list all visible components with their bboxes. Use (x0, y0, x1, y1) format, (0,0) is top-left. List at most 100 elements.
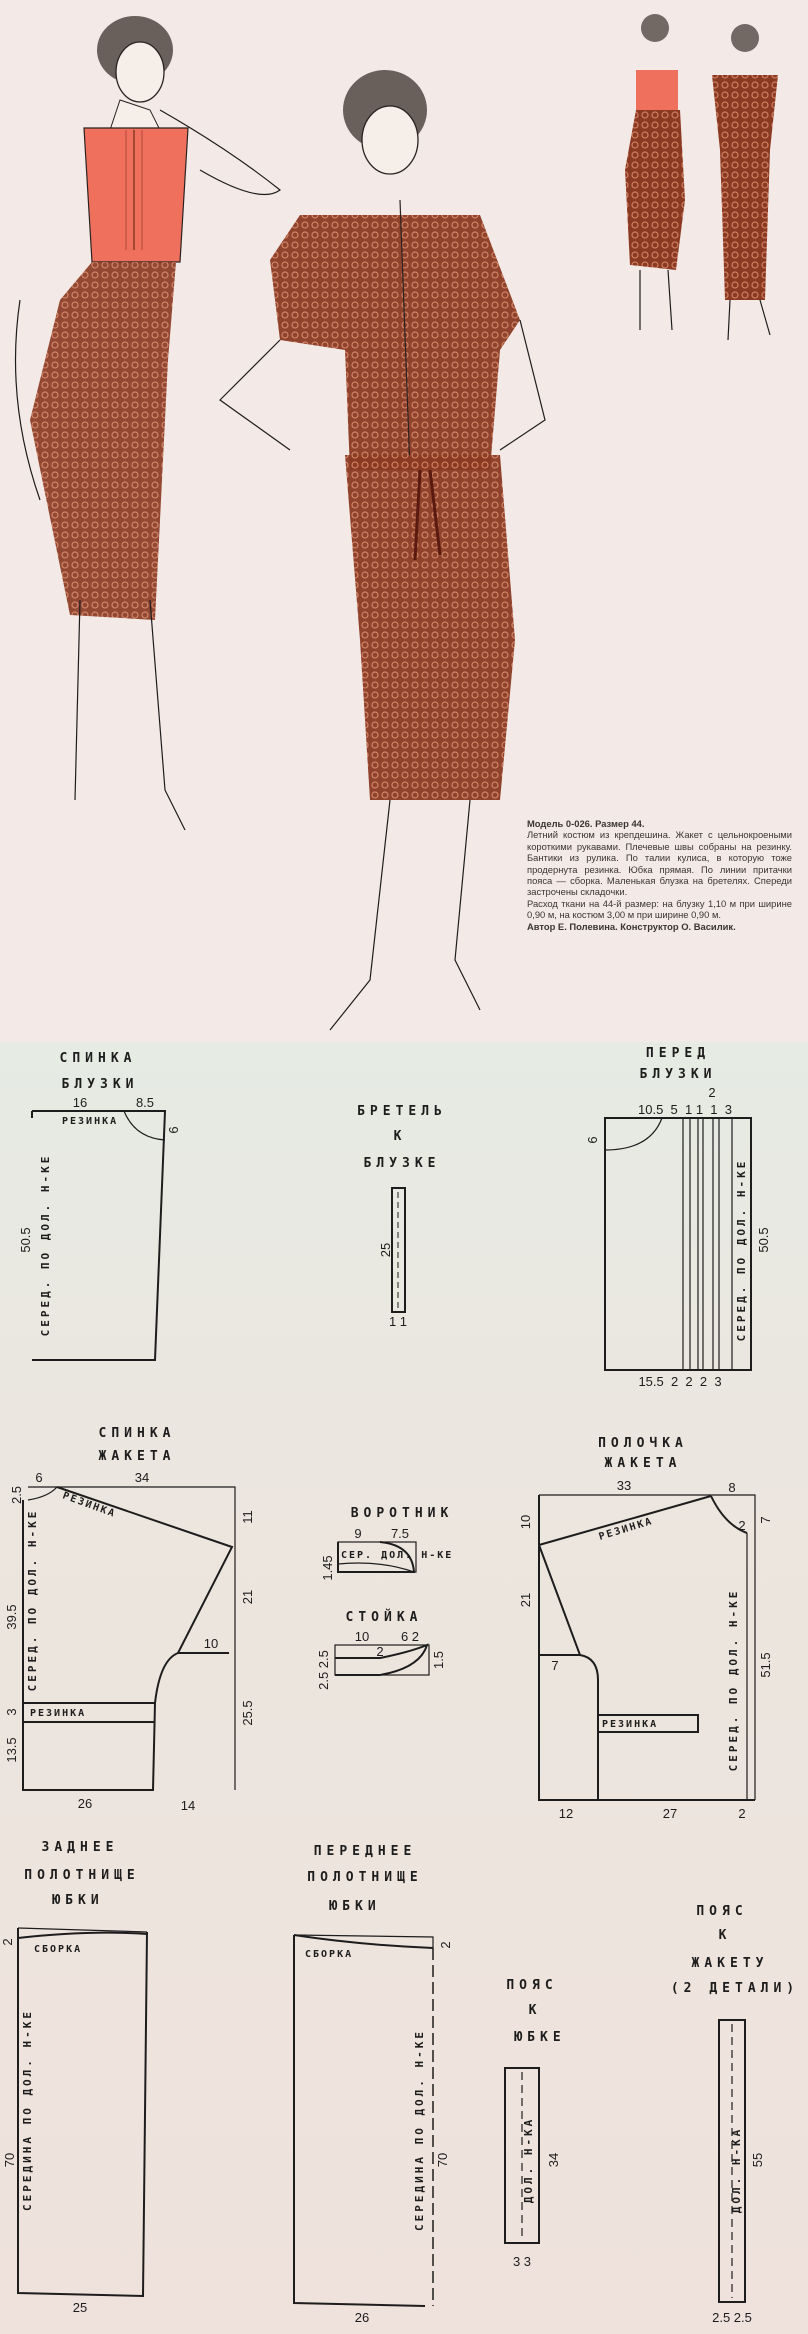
fabric-consumption: Расход ткани на 44-й размер: на блузку 1… (527, 897, 792, 921)
dimension: 1.45 (320, 1555, 335, 1580)
dimension: 55 (750, 2153, 765, 2167)
axis-label: СЕРЕД. ПО ДОЛ. Н-КЕ (26, 1509, 39, 1692)
dimension: 7 (551, 1658, 558, 1673)
dimension: 70 (435, 2153, 450, 2167)
dimension: 33 (617, 1478, 631, 1493)
title: ВОРОТНИК (351, 1506, 454, 1521)
dimension: 2 (738, 1518, 745, 1533)
pattern-blouse-back: СПИНКА БЛУЗКИ 16 8.5 6 РЕЗИНКА СЕРЕД. ПО… (18, 1051, 181, 1361)
credits: Автор Е. Полевина. Конструктор О. Васили… (527, 920, 736, 932)
title: ПОЛОЧКА (598, 1436, 688, 1451)
title: (2 ДЕТАЛИ) (671, 1981, 799, 1996)
title: СПИНКА (60, 1051, 137, 1066)
elastic-label: РЕЗИНКА (62, 1116, 118, 1127)
dimension: 2.5 (9, 1486, 24, 1504)
dimension: 6 2 (401, 1629, 419, 1644)
axis-label: ДОЛ. Н-КА (730, 2127, 743, 2214)
dimension: 10.5 5 1 1 1 3 (638, 1102, 732, 1117)
dimension: 2 (0, 1938, 15, 1945)
dimension: 50.5 (18, 1227, 33, 1252)
title: СТОЙКА (346, 1609, 423, 1625)
axis-label: СЕРЕДИНА ПО ДОЛ. Н-КЕ (413, 2029, 426, 2231)
dimension: 12 (559, 1806, 573, 1821)
dimension: 7 (758, 1516, 773, 1523)
jacket-shape (270, 215, 520, 470)
central-figure (219, 70, 546, 1031)
pattern-blouse-front: ПЕРЕД БЛУЗКИ 2 10.5 5 1 1 1 3 6 СЕРЕД. П… (585, 1046, 771, 1389)
dimension: 3 (4, 1708, 19, 1715)
elastic-label: РЕЗИНКА (30, 1708, 86, 1719)
axis-label: СЕРЕД. ПО ДОЛ. Н-КЕ (735, 1159, 748, 1342)
dimension: 21 (518, 1593, 533, 1607)
dimension: 6 (166, 1126, 181, 1133)
gather-label: СБОРКА (34, 1944, 82, 1955)
dimension: 50.5 (756, 1227, 771, 1252)
title: ПЕРЕДНЕЕ (314, 1844, 417, 1859)
dimension: 2.5 2.5 (712, 2310, 752, 2325)
dimension: 6 (585, 1136, 600, 1143)
dimension: 3 3 (513, 2254, 531, 2269)
title: ЖАКЕТУ (692, 1956, 769, 1971)
dimension: 2 (708, 1085, 715, 1100)
pattern-skirt-belt: ПОЯС К ЮБКЕ ДОЛ. Н-КА 34 3 3 (504, 1978, 561, 2269)
dimension: 8.5 (136, 1095, 154, 1110)
dimension: 25 (73, 2300, 87, 2315)
title: БРЕТЕЛЬ (357, 1104, 447, 1119)
axis-label: СЕРЕД. ПО ДОЛ. Н-КЕ (727, 1589, 740, 1772)
dimension: 70 (2, 2153, 17, 2167)
dimension: 25.5 (240, 1700, 255, 1725)
dimension: 34 (135, 1470, 149, 1485)
small-figures (625, 14, 778, 341)
dimension: 34 (546, 2153, 561, 2167)
dimension: 9 (354, 1526, 361, 1541)
fashion-illustration-area: Модель 0-026. Размер 44. Летний костюм и… (0, 0, 808, 1042)
dimension: 2 (438, 1941, 453, 1948)
dimension: 8 (728, 1480, 735, 1495)
dimension: 26 (355, 2310, 369, 2325)
pattern-stand: СТОЙКА 10 6 2 2.5 2.5 1.5 2 (316, 1609, 446, 1690)
dimension: 10 (518, 1515, 533, 1529)
title: К (394, 1129, 407, 1144)
dimension: 26 (78, 1796, 92, 1811)
fashion-illustration (14, 14, 778, 1031)
dimension: 51.5 (758, 1652, 773, 1677)
pattern-jacket-back: СПИНКА ЖАКЕТА 6 34 2.5 РЕЗИНКА РЕЗИНКА 1… (4, 1426, 255, 1813)
model-description: Модель 0-026. Размер 44. Летний костюм и… (527, 818, 792, 932)
dimension: 2 (376, 1644, 383, 1659)
title: К (529, 2003, 542, 2018)
axis-label: СЕРЕД. ПО ДОЛ. Н-КЕ (39, 1154, 52, 1337)
title: ПОЛОТНИЩЕ (307, 1870, 422, 1885)
pattern-jacket-front: ПОЛОЧКА ЖАКЕТА 33 8 РЕЗИНКА РЕЗИНКА 10 7… (518, 1436, 773, 1821)
title: БЛУЗКЕ (364, 1156, 441, 1171)
title: ПЕРЕД (646, 1046, 710, 1061)
dimension: 39.5 (4, 1604, 19, 1629)
dimension: 21 (240, 1590, 255, 1604)
dimension: 10 (204, 1636, 218, 1651)
dimension: 25 (378, 1243, 393, 1257)
pattern-collar: ВОРОТНИК 9 7.5 1.45 СЕР. ДОЛ. Н-КЕ (320, 1506, 454, 1581)
title: БЛУЗКИ (640, 1067, 717, 1082)
dimension: 11 (240, 1510, 255, 1524)
pattern-jacket-belt: ПОЯС К ЖАКЕТУ (2 ДЕТАЛИ) ДОЛ. Н-КА 55 2.… (671, 1904, 799, 2325)
axis-label: СЕРЕДИНА ПО ДОЛ. Н-КЕ (21, 2009, 34, 2211)
blouse-shape (83, 127, 189, 263)
model-body: Летний костюм из крепдешина. Жакет с цел… (527, 829, 792, 898)
dimension: 2.5 2.5 (316, 1650, 331, 1690)
left-figure (14, 16, 281, 831)
dimension: 2 (738, 1806, 745, 1821)
title: ПОЯС (696, 1904, 747, 1919)
pattern-strap: БРЕТЕЛЬ К БЛУЗКЕ 25 1 1 (357, 1104, 447, 1329)
axis-label: ДОЛ. Н-КА (522, 2117, 535, 2204)
dimension: 1.5 (431, 1651, 446, 1669)
title: ПОЛОТНИЩЕ (24, 1868, 139, 1883)
title: ЖАКЕТА (605, 1456, 682, 1471)
model-title: Модель 0-026. Размер 44. (527, 818, 645, 829)
dimension: 13.5 (4, 1737, 19, 1762)
dimension: 6 (35, 1470, 42, 1485)
dimension: 7.5 (391, 1526, 409, 1541)
title: ЖАКЕТА (99, 1449, 176, 1464)
title: ЮБКИ (52, 1893, 103, 1908)
title: ЗАДНЕЕ (42, 1840, 119, 1855)
title: БЛУЗКИ (62, 1077, 139, 1092)
